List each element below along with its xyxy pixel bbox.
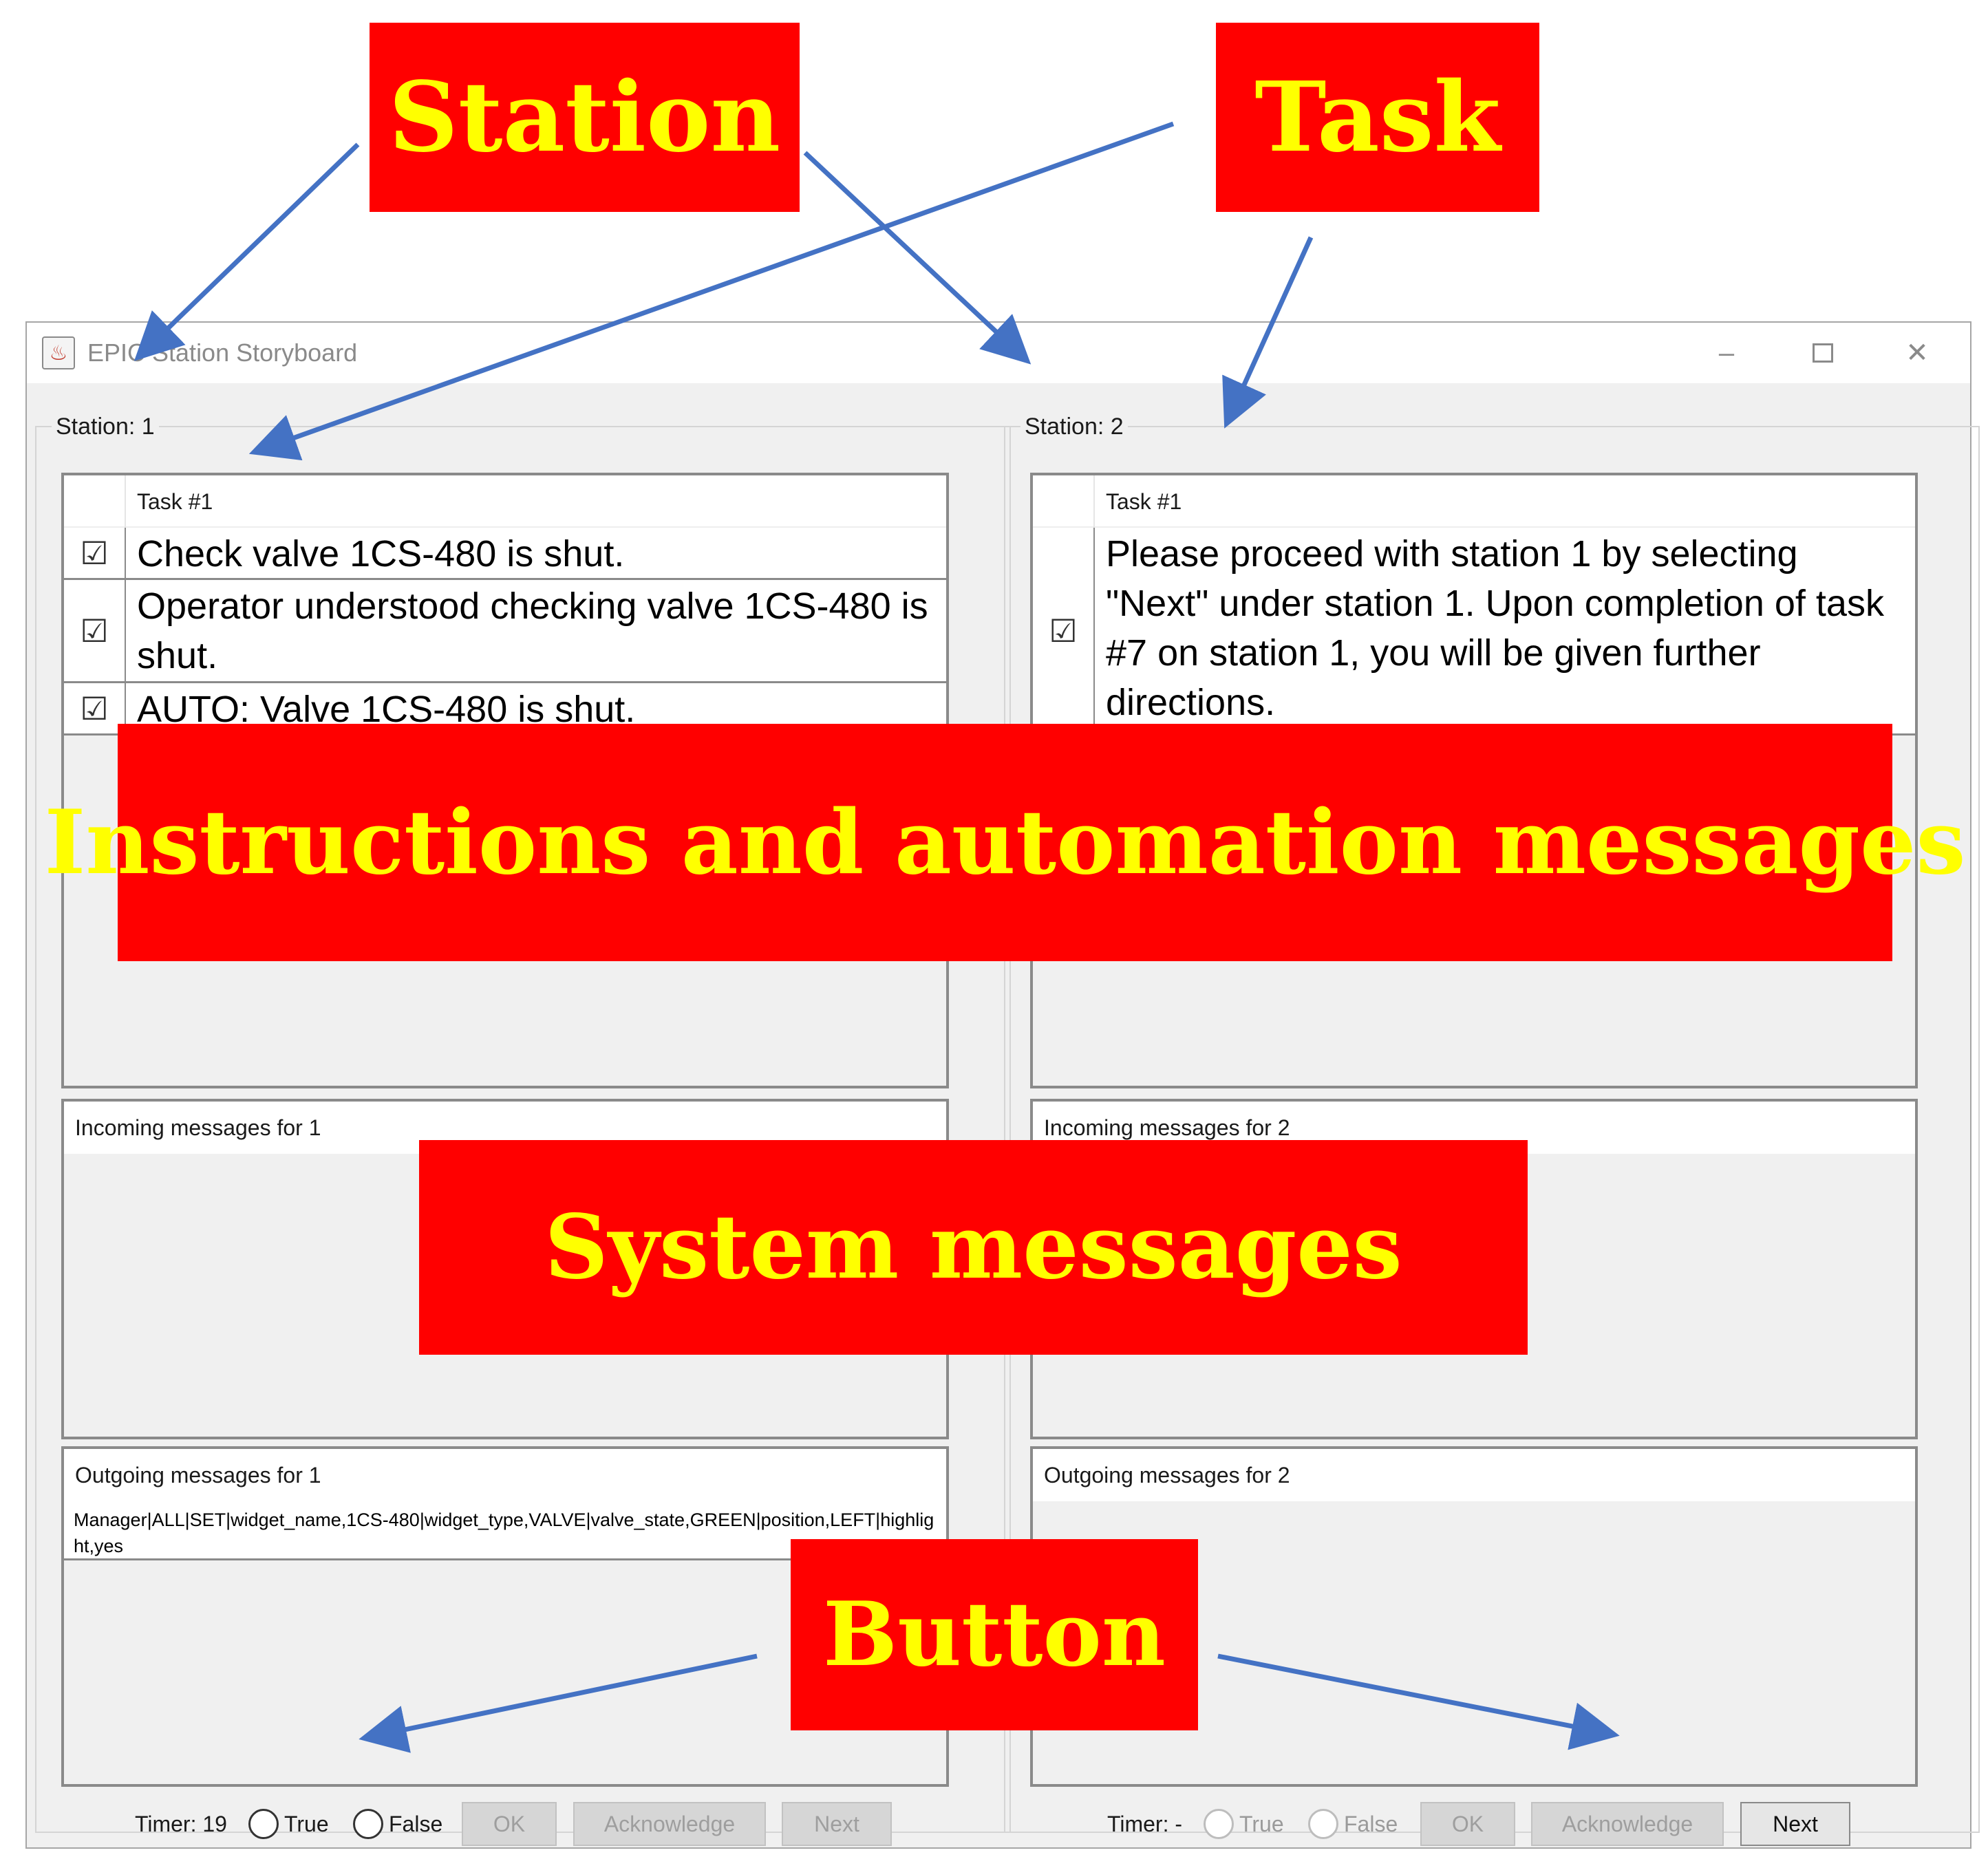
radio-false-label: False	[1344, 1812, 1398, 1836]
ok-button[interactable]: OK	[462, 1802, 557, 1846]
task-header: Task #1	[1106, 489, 1182, 514]
header-corner	[1033, 475, 1095, 528]
checkbox-checked-icon[interactable]: ☑	[64, 528, 126, 578]
close-button[interactable]: ✕	[1893, 332, 1941, 374]
arrow-task-2	[1222, 236, 1314, 429]
arrow-station-1	[133, 142, 360, 361]
annotation-instructions: Instructions and automation messages	[45, 724, 1966, 961]
radio-false[interactable]: False	[353, 1802, 442, 1846]
timer-label: Timer: -	[1107, 1812, 1183, 1836]
station-label: Station: 1	[52, 411, 159, 442]
next-button[interactable]: Next	[782, 1802, 892, 1846]
task-text: Please proceed with station 1 by selecti…	[1106, 533, 1884, 723]
incoming-header-label: Incoming messages for 1	[75, 1115, 321, 1140]
close-icon: ✕	[1905, 338, 1929, 368]
task-row[interactable]: ☑ Check valve 1CS-480 is shut.	[64, 528, 946, 580]
annotation-station: Station	[370, 23, 800, 212]
task-header: Task #1	[137, 489, 213, 514]
outgoing-header-label: Outgoing messages for 2	[1044, 1463, 1290, 1488]
window-title: EPIC Station Storyboard	[87, 339, 358, 367]
radio-false[interactable]: False	[1308, 1802, 1398, 1846]
checkbox-checked-icon[interactable]: ☑	[64, 683, 126, 733]
incoming-header-label: Incoming messages for 2	[1044, 1115, 1290, 1140]
task-row[interactable]: ☑ Please proceed with station 1 by selec…	[1033, 528, 1915, 736]
ok-button[interactable]: OK	[1420, 1802, 1515, 1846]
radio-circle-icon	[1204, 1809, 1234, 1839]
task-text: Check valve 1CS-480 is shut.	[137, 533, 625, 575]
radio-true-label: True	[284, 1812, 329, 1836]
annotation-system-messages: System messages	[419, 1140, 1528, 1355]
minimize-icon: –	[1718, 337, 1735, 368]
radio-false-label: False	[389, 1812, 443, 1836]
checkbox-checked-icon[interactable]: ☑	[64, 580, 126, 681]
outgoing-header: Outgoing messages for 1	[64, 1449, 946, 1501]
java-cup-icon: ♨	[42, 336, 75, 369]
arrow-task-1	[248, 121, 1175, 461]
outgoing-header: Outgoing messages for 2	[1033, 1449, 1915, 1501]
task-table-header: Task #1	[64, 475, 946, 528]
outgoing-message-text: Manager|ALL|SET|widget_name,1CS-480|widg…	[74, 1510, 934, 1556]
radio-circle-icon	[353, 1809, 383, 1839]
radio-true-label: True	[1239, 1812, 1284, 1836]
task-text: AUTO: Valve 1CS-480 is shut.	[137, 689, 636, 730]
maximize-icon	[1813, 343, 1833, 363]
task-row[interactable]: ☑ Operator understood checking valve 1CS…	[64, 580, 946, 683]
annotation-task: Task	[1216, 23, 1539, 212]
radio-true[interactable]: True	[1204, 1802, 1284, 1846]
radio-circle-icon	[248, 1809, 279, 1839]
radio-circle-icon	[1308, 1809, 1338, 1839]
checkbox-checked-icon[interactable]: ☑	[1033, 528, 1095, 733]
station-label: Station: 2	[1020, 411, 1128, 442]
acknowledge-button[interactable]: Acknowledge	[1531, 1802, 1724, 1846]
task-text: Operator understood checking valve 1CS-4…	[137, 586, 928, 676]
timer-label: Timer: 19	[135, 1812, 227, 1836]
minimize-button[interactable]: –	[1702, 332, 1751, 374]
header-corner	[64, 475, 126, 528]
maximize-button[interactable]	[1799, 332, 1847, 374]
task-table-header: Task #1	[1033, 475, 1915, 528]
arrow-station-2	[803, 151, 1032, 365]
outgoing-header-label: Outgoing messages for 1	[75, 1463, 321, 1488]
arrow-button-2	[1217, 1653, 1620, 1750]
next-button[interactable]: Next	[1740, 1802, 1850, 1846]
annotation-button: Button	[791, 1539, 1198, 1730]
arrow-button-1	[359, 1653, 758, 1753]
acknowledge-button[interactable]: Acknowledge	[573, 1802, 766, 1846]
radio-true[interactable]: True	[248, 1802, 329, 1846]
